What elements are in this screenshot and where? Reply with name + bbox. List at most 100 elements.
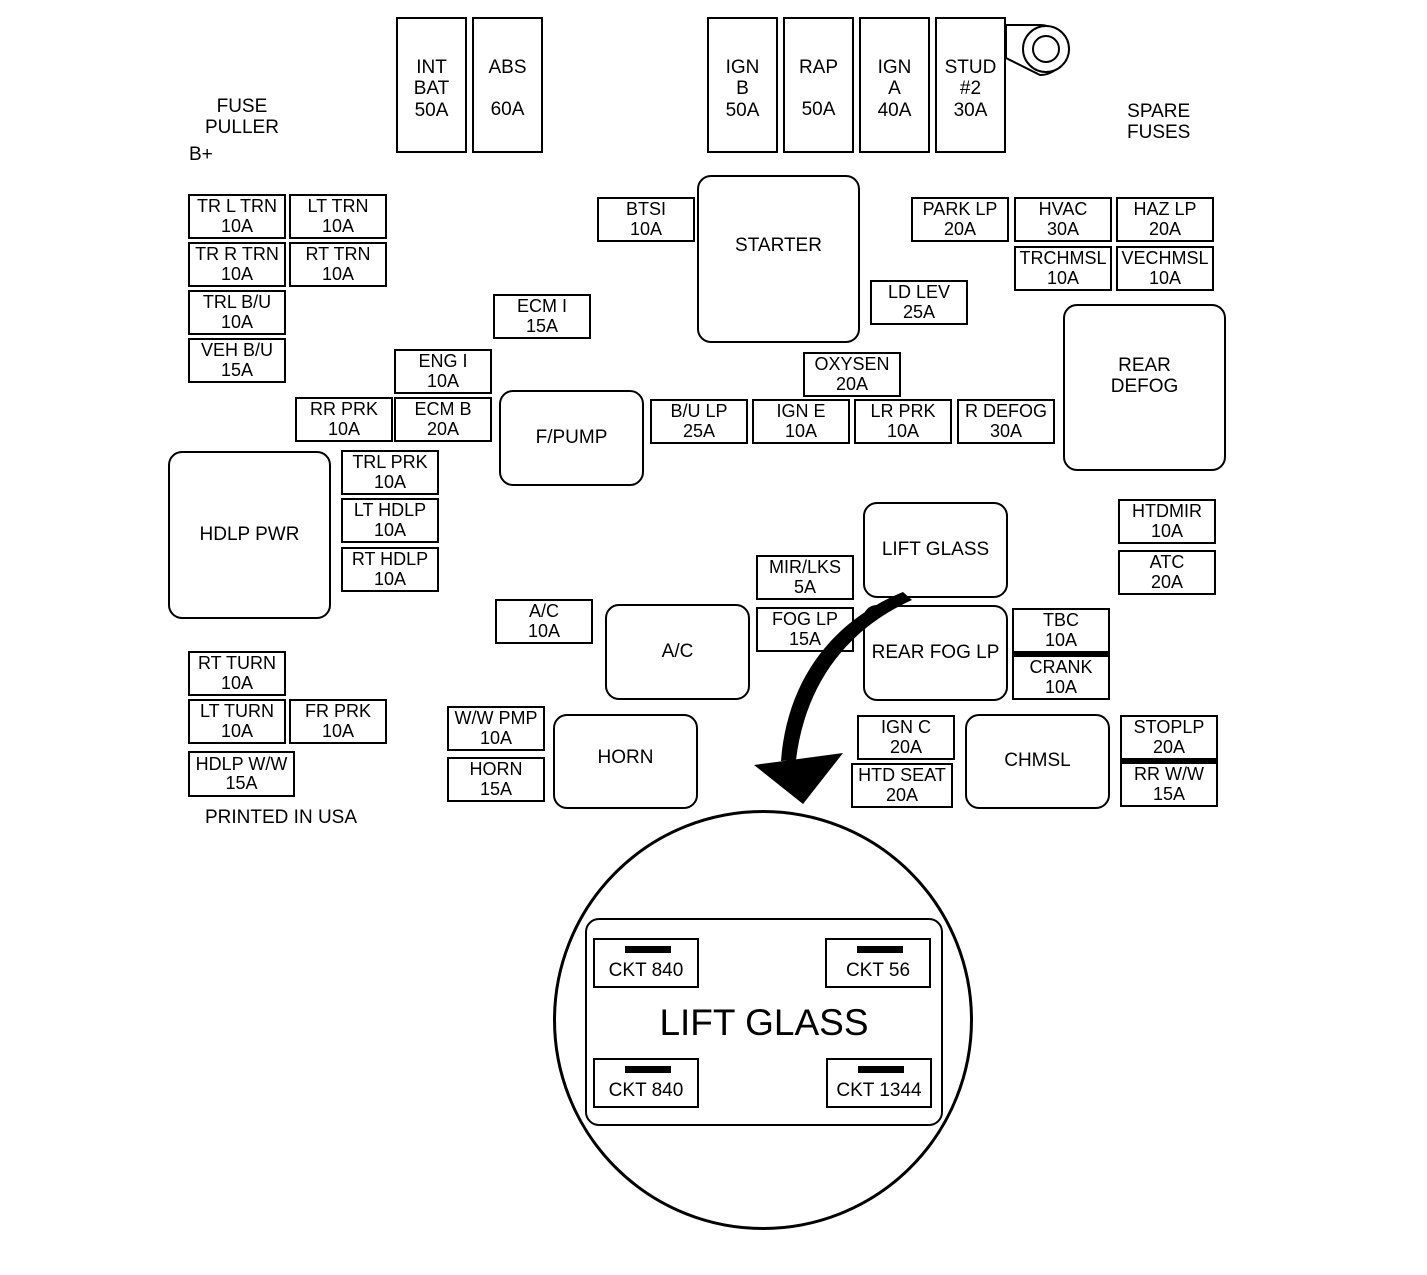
fuse-amp: 10A: [321, 720, 355, 741]
fuse-name: TRL PRK: [352, 452, 428, 473]
relay-label: STARTER: [735, 234, 822, 256]
relay-a-c: A/C: [605, 604, 750, 700]
callout-arrow-head: [754, 753, 843, 804]
maxi-fuse-line: 50A: [414, 99, 449, 121]
fuse-amp: 10A: [1044, 676, 1078, 697]
fuse-name: VECHMSL: [1121, 248, 1209, 269]
lift-glass-relay-detail: [585, 918, 943, 1126]
maxi-fuse-line: ABS: [488, 57, 527, 78]
fuse-amp: 15A: [479, 778, 513, 799]
fuse-name: RT TRN: [305, 244, 371, 265]
fuse-name: HTDMIR: [1132, 501, 1202, 522]
fuse-name: FOG LP: [771, 609, 838, 630]
callout-arrow-shaft: [781, 592, 912, 761]
fuse-name: RT TURN: [197, 653, 276, 674]
fuse-amp: 20A: [426, 418, 460, 439]
relay-hdlp-pwr: HDLP PWR: [168, 451, 331, 619]
stud-terminal-hole: [1032, 35, 1060, 63]
fuse-name: LD LEV: [887, 282, 951, 303]
maxi-fuse-line: 40A: [877, 99, 912, 121]
detail-magnifier-circle: [553, 810, 973, 1230]
fuse-name: ECM I: [516, 296, 567, 317]
fuse-amp: 10A: [1150, 520, 1184, 541]
fuse-name: HVAC: [1038, 199, 1088, 220]
fuse-name: HDLP W/W: [195, 753, 288, 774]
terminal-ckt-840-bottom: CKT 840: [593, 1058, 699, 1108]
maxi-fuse-line: INT: [416, 57, 447, 78]
relay-label: REAR: [1118, 355, 1171, 376]
maxi-fuse-line: 50A: [801, 99, 836, 121]
maxi-fuse-abs: ABS 60A: [472, 17, 543, 153]
maxi-fuse-line: IGN: [725, 57, 760, 78]
terminal-label: CKT 840: [608, 960, 684, 981]
fuse-amp: 10A: [321, 263, 355, 284]
relay-lift-glass: LIFT GLASS: [863, 502, 1008, 598]
fuse-amp: 20A: [1150, 571, 1184, 592]
terminal-label: CKT 1344: [836, 1080, 922, 1101]
maxi-fuse-ign-a: IGN A 40A: [859, 17, 930, 153]
fuse-amp: 15A: [525, 315, 559, 336]
spare-fuses-label: SPARE FUSES: [1127, 101, 1191, 143]
fuse-amp: 10A: [220, 263, 254, 284]
fuse-amp: 10A: [1044, 629, 1078, 650]
relay-label: LIFT GLASS: [881, 538, 990, 560]
fuse-amp: 25A: [682, 420, 716, 441]
fuse-amp: 5A: [793, 576, 817, 597]
detail-title: LIFT GLASS: [659, 1002, 869, 1043]
maxi-fuse-line: 60A: [490, 99, 525, 121]
relay-rear-fog-lp: REAR FOG LP: [863, 605, 1008, 701]
terminal-label: CKT 840: [608, 1080, 684, 1101]
fuse-amp: 10A: [220, 720, 254, 741]
fuse-name: STOPLP: [1133, 717, 1205, 738]
relay-horn: HORN: [553, 714, 698, 809]
fuse-name: ECM B: [414, 399, 472, 420]
fuse-name: TBC: [1043, 610, 1079, 631]
fuse-amp: 20A: [889, 736, 923, 757]
terminal-blade-icon: [858, 1066, 904, 1073]
relay-label: REAR FOG LP: [871, 641, 1000, 663]
fuse-name: MIR/LKS: [768, 557, 842, 578]
fuse-amp: 10A: [479, 727, 513, 748]
fuse-name: TRL B/U: [202, 292, 272, 313]
fuse-amp: 10A: [220, 215, 254, 236]
fuse-amp: 10A: [784, 420, 818, 441]
relay-f-pump: F/PUMP: [499, 390, 644, 486]
fuse-name: W/W PMP: [454, 708, 538, 729]
relay-label: DEFOG: [1110, 375, 1179, 397]
maxi-fuse-ign-b: IGN B 50A: [707, 17, 778, 153]
maxi-fuse-line: A: [888, 78, 901, 100]
maxi-fuse-stud-2: STUD #2 30A: [935, 17, 1006, 153]
maxi-fuse-line: RAP: [798, 57, 839, 78]
fuse-name: OXYSEN: [814, 354, 890, 375]
fuse-name: PARK LP: [922, 199, 998, 220]
relay-chmsl: CHMSL: [965, 714, 1110, 809]
maxi-fuse-line: IGN: [877, 57, 912, 78]
fuse-amp: 30A: [989, 420, 1023, 441]
